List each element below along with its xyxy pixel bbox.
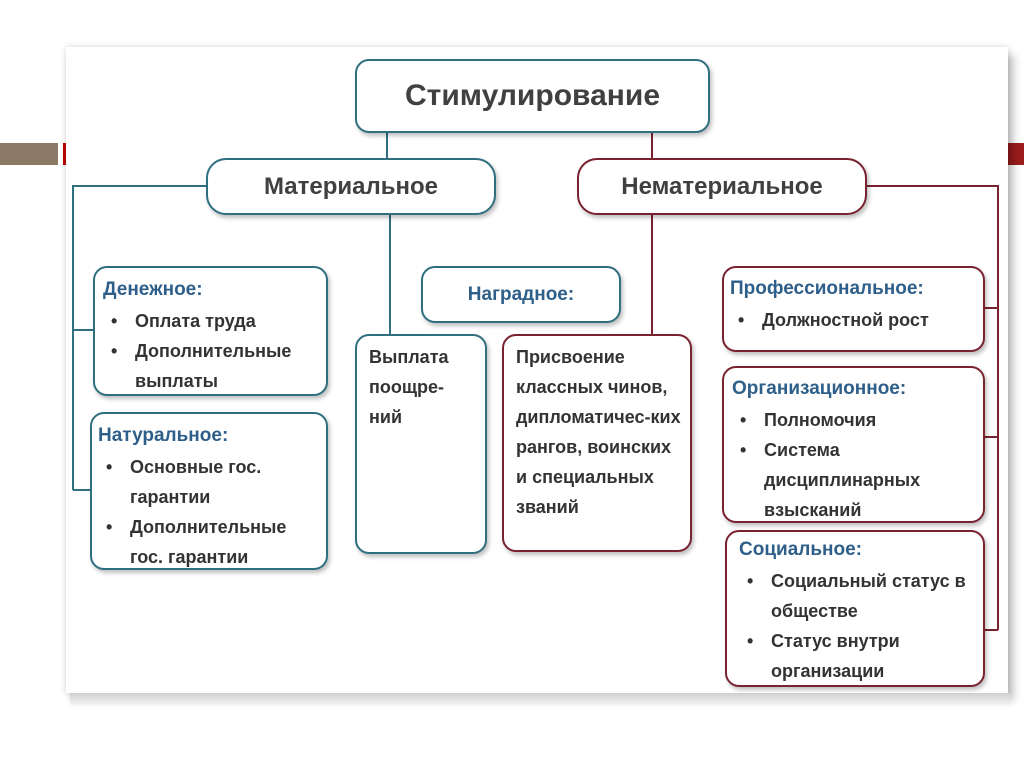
slide-shadow: [70, 693, 1010, 705]
monetary-node: Денежное: Оплата труда Дополнительные вы…: [93, 266, 328, 396]
award-title: Наградное:: [467, 283, 575, 305]
left-accent-bar: [0, 143, 58, 165]
monetary-title: Денежное:: [103, 279, 203, 300]
social-node: Социальное: Социальный статус в обществе…: [725, 530, 985, 687]
root-node: Стимулирование: [355, 59, 710, 133]
list-item: Статус внутри организации: [739, 626, 977, 686]
award-detail-text: Присвоение классных чинов, дипломатичес-…: [516, 347, 681, 517]
natural-list: Основные гос. гарантии Дополнительные го…: [98, 452, 318, 572]
list-item: Должностной рост: [730, 305, 977, 335]
nonmaterial-node: Нематериальное: [577, 158, 867, 215]
professional-node: Профессиональное: Должностной рост: [722, 266, 985, 352]
root-label: Стимулирование: [404, 79, 660, 112]
monetary-list: Оплата труда Дополнительные выплаты: [103, 306, 318, 396]
bonus-payment-node: Выплата поощре-ний: [355, 334, 487, 554]
professional-title: Профессиональное:: [730, 278, 924, 299]
bonus-payment-text: Выплата поощре-ний: [369, 347, 449, 427]
connector-material-bus: [72, 185, 206, 490]
material-label: Материальное: [264, 172, 438, 200]
list-item: Система дисциплинарных взысканий: [732, 435, 977, 525]
professional-list: Должностной рост: [730, 305, 977, 335]
connector-nonmaterial-bus: [867, 185, 999, 630]
award-detail-node: Присвоение классных чинов, дипломатичес-…: [502, 334, 692, 552]
nonmaterial-label: Нематериальное: [621, 172, 823, 200]
list-item: Основные гос. гарантии: [98, 452, 318, 512]
social-title: Социальное:: [739, 539, 862, 560]
natural-title: Натуральное:: [98, 425, 229, 446]
material-node: Материальное: [206, 158, 496, 215]
social-list: Социальный статус в обществе Статус внут…: [739, 566, 977, 686]
organizational-list: Полномочия Система дисциплинарных взыска…: [732, 405, 977, 525]
list-item: Дополнительные выплаты: [103, 336, 318, 396]
left-accent-red-mark: [63, 143, 67, 165]
list-item: Социальный статус в обществе: [739, 566, 977, 626]
list-item: Дополнительные гос. гарантии: [98, 512, 318, 572]
list-item: Полномочия: [732, 405, 977, 435]
award-node: Наградное:: [421, 266, 621, 323]
organizational-node: Организационное: Полномочия Система дисц…: [722, 366, 985, 523]
list-item: Оплата труда: [103, 306, 318, 336]
right-accent-bar: [1008, 143, 1024, 165]
natural-node: Натуральное: Основные гос. гарантии Допо…: [90, 412, 328, 570]
organizational-title: Организационное:: [732, 378, 907, 399]
